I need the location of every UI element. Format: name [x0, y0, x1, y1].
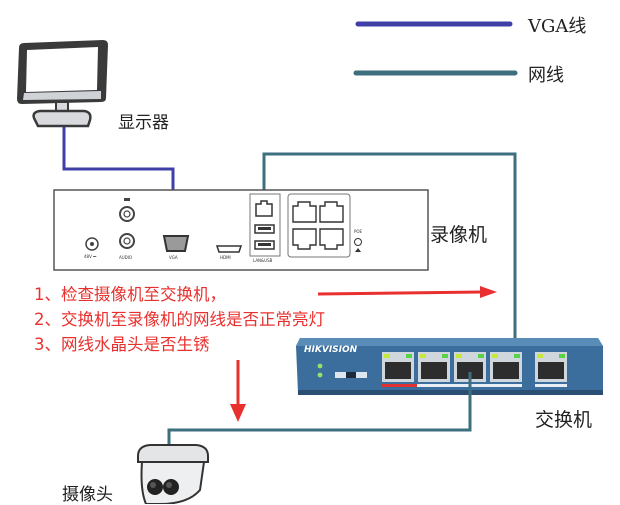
red-arrow-right: [317, 286, 497, 298]
note-1: 1、检查摄像机至交换机，: [34, 285, 226, 304]
note-2: 2、交换机至录像机的网线是否正常亮灯: [34, 310, 325, 329]
lan-usb-port-label: LAN&USB: [253, 258, 273, 263]
monitor-label: 显示器: [118, 113, 169, 133]
legend-vga-label: VGA线: [528, 16, 587, 37]
switch-label: 交换机: [535, 409, 593, 431]
monitor-icon: [17, 40, 108, 128]
hdmi-port-label: HDMI: [220, 255, 231, 260]
vga-port-label: VGA: [169, 255, 178, 260]
nvr-device: 48V ⎓ AUDIO VGA HDMI LAN&USB POE: [53, 189, 429, 271]
network-cable-switch-to-camera: [167, 372, 472, 448]
network-cable-nvr-to-switch: [262, 152, 517, 352]
poe-label: POE: [354, 229, 363, 234]
camera-icon: [137, 444, 209, 504]
note-3: 3、网线水晶头是否生锈: [34, 335, 210, 354]
switch-device: [296, 338, 603, 395]
camera-label: 摄像头: [62, 485, 113, 505]
legend-network-label: 网线: [528, 65, 564, 86]
nvr-label: 录像机: [430, 224, 488, 246]
audio-port-label: AUDIO: [119, 255, 132, 260]
dc-port-label: 48V ⎓: [84, 254, 97, 259]
red-arrow-down: [230, 360, 246, 422]
switch-brand: HIKVISION: [304, 345, 358, 355]
